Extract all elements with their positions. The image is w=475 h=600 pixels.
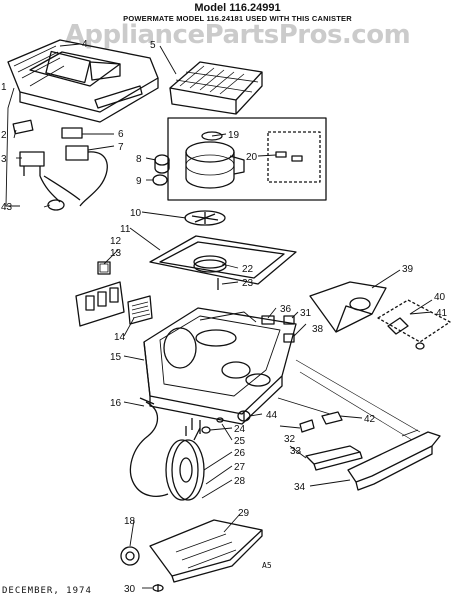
part-label-9: 9	[136, 176, 142, 187]
mount-drawing	[152, 174, 168, 186]
part-label-6: 6	[118, 129, 124, 140]
part-label-1: 1	[1, 82, 7, 93]
watermark-logo: AppliancePartsPros.com	[64, 20, 411, 50]
part-label-29: 29	[238, 508, 250, 519]
part-label-20: 20	[246, 152, 258, 163]
switch-and-cord-drawing	[39, 127, 108, 207]
clips-drawing	[261, 315, 295, 343]
part-label-40: 40	[434, 292, 446, 303]
part-label-32: 32	[284, 434, 296, 445]
rail-drawing	[347, 429, 441, 491]
part-label-28: 28	[234, 476, 246, 487]
leader-lines	[5, 43, 433, 589]
part-label-38: 38	[312, 324, 324, 335]
part-label-23: 23	[242, 278, 254, 289]
part-label-41: 41	[436, 308, 448, 319]
bushing-drawing	[154, 154, 170, 174]
diagram-title: Model 116.24991	[194, 2, 281, 14]
part-label-44: 44	[266, 410, 278, 421]
part-label-31: 31	[300, 308, 312, 319]
part-label-4: 4	[82, 39, 88, 50]
diagram-subtitle: POWERMATE MODEL 116.24181 USED WITH THIS…	[123, 14, 352, 23]
base-plate-drawing	[149, 519, 263, 583]
part-label-26: 26	[234, 448, 246, 459]
part-label-24: 24	[234, 424, 246, 435]
part-label-10: 10	[130, 208, 142, 219]
part-label-22: 22	[242, 264, 254, 275]
filter-box-drawing	[169, 61, 263, 115]
hardware-drawing	[201, 397, 343, 434]
part-label-19: 19	[228, 130, 240, 141]
connector-drawing	[47, 199, 65, 211]
part-label-3: 3	[1, 154, 7, 165]
top-cover-drawing	[7, 39, 159, 123]
motor-assembly-drawing	[167, 117, 327, 201]
part-label-13: 13	[110, 248, 122, 259]
part-label-27: 27	[234, 462, 246, 473]
part-label-8: 8	[136, 154, 142, 165]
handle-bracket-drawing	[309, 281, 387, 333]
part-label-18: 18	[124, 516, 136, 527]
wheel-drawing	[120, 546, 140, 566]
switch-brackets-drawing	[12, 119, 45, 176]
part-label-15: 15	[110, 352, 122, 363]
part-label-30: 30	[124, 584, 136, 595]
part-label-7: 7	[118, 142, 124, 153]
part-label-42: 42	[364, 414, 376, 425]
switch-plate-drawing	[75, 261, 125, 327]
bumper-strip-drawing	[305, 445, 363, 471]
part-label-5: 5	[150, 40, 156, 51]
part-label-34: 34	[294, 482, 306, 493]
part-label-43: 43	[1, 202, 13, 213]
part-label-16: 16	[110, 398, 122, 409]
part-label-36: 36	[280, 304, 292, 315]
grille-drawing	[127, 295, 153, 325]
part-label-11: 11	[120, 224, 131, 235]
footer-date: DECEMBER, 1974	[2, 586, 92, 596]
part-label-39: 39	[402, 264, 414, 275]
gasket-frame-drawing	[149, 235, 297, 290]
latch-drawing	[377, 299, 451, 350]
canister-body-drawing	[143, 307, 297, 425]
cord-reel-drawing	[129, 397, 205, 501]
footer-code: A5	[262, 561, 272, 570]
part-label-12: 12	[110, 236, 122, 247]
fan-disc-drawing	[184, 210, 226, 226]
part-label-2: 2	[1, 130, 7, 141]
screw-drawing	[152, 584, 164, 592]
part-label-25: 25	[234, 436, 246, 447]
part-label-14: 14	[114, 332, 126, 343]
part-label-33: 33	[290, 446, 302, 457]
